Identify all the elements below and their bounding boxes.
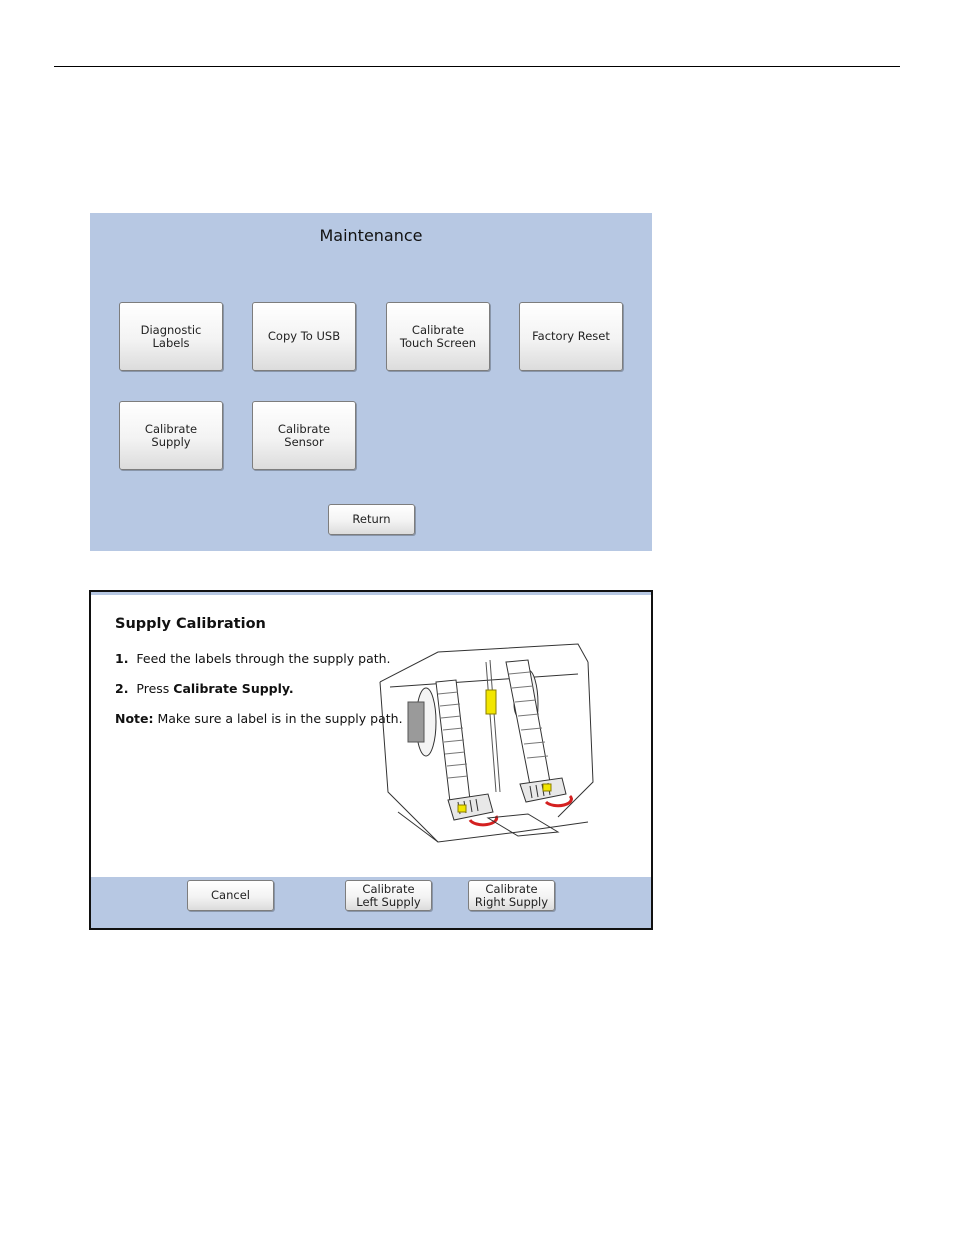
return-label: Return bbox=[352, 512, 391, 526]
note-text: Make sure a label is in the supply path. bbox=[153, 711, 403, 726]
maintenance-title: Maintenance bbox=[319, 226, 423, 245]
note-line: Note: Make sure a label is in the supply… bbox=[115, 711, 403, 726]
supply-calibration-title: Supply Calibration bbox=[115, 616, 266, 632]
dialog-top-accent bbox=[91, 592, 651, 595]
calibrate-supply-button[interactable]: Calibrate Supply bbox=[119, 401, 223, 470]
calibrate-touch-screen-label: Calibrate Touch Screen bbox=[399, 322, 477, 350]
step-2-bold: Calibrate Supply. bbox=[173, 681, 294, 696]
maintenance-screen: Maintenance Diagnostic Labels Copy To US… bbox=[90, 213, 652, 551]
step-1-text: Feed the labels through the supply path. bbox=[136, 651, 391, 666]
calibrate-supply-label: Calibrate Supply bbox=[144, 421, 198, 449]
copy-to-usb-label: Copy To USB bbox=[267, 329, 341, 343]
diagnostic-labels-button[interactable]: Diagnostic Labels bbox=[119, 302, 223, 371]
step-2-number: 2. bbox=[115, 681, 129, 696]
calibrate-sensor-label: Calibrate Sensor bbox=[277, 421, 331, 449]
step-2: 2. Press Calibrate Supply. bbox=[115, 681, 294, 696]
factory-reset-button[interactable]: Factory Reset bbox=[519, 302, 623, 371]
step-1-number: 1. bbox=[115, 651, 129, 666]
cancel-button[interactable]: Cancel bbox=[187, 880, 274, 911]
calibrate-sensor-button[interactable]: Calibrate Sensor bbox=[252, 401, 356, 470]
copy-to-usb-button[interactable]: Copy To USB bbox=[252, 302, 356, 371]
note-label: Note: bbox=[115, 711, 154, 726]
return-button[interactable]: Return bbox=[328, 504, 415, 535]
step-1: 1. Feed the labels through the supply pa… bbox=[115, 651, 391, 666]
calibrate-touch-screen-button[interactable]: Calibrate Touch Screen bbox=[386, 302, 490, 371]
page-header-rule bbox=[54, 66, 900, 67]
cancel-label: Cancel bbox=[211, 888, 250, 902]
supply-calibration-dialog: Supply Calibration 1. Feed the labels th… bbox=[89, 590, 653, 930]
calibrate-left-supply-button[interactable]: Calibrate Left Supply bbox=[345, 880, 432, 911]
calibrate-right-supply-label: Calibrate Right Supply bbox=[474, 881, 549, 909]
factory-reset-label: Factory Reset bbox=[532, 329, 610, 343]
calibrate-left-supply-label: Calibrate Left Supply bbox=[356, 881, 421, 909]
step-2-prefix: Press bbox=[136, 681, 174, 696]
diagnostic-labels-label: Diagnostic Labels bbox=[140, 322, 202, 350]
printer-supply-path-illustration bbox=[379, 643, 594, 843]
dialog-button-bar: Cancel Calibrate Left Supply Calibrate R… bbox=[91, 877, 651, 928]
calibrate-right-supply-button[interactable]: Calibrate Right Supply bbox=[468, 880, 555, 911]
